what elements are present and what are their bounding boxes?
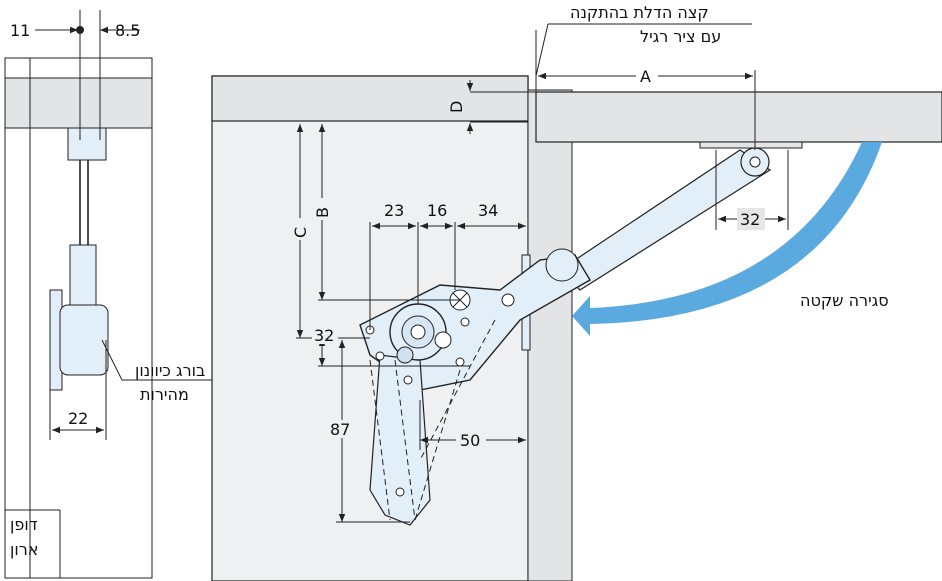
door-bracket (699, 141, 803, 149)
cabinet-side-label-1: דופן (10, 515, 38, 534)
dim-B-label: B (313, 207, 332, 218)
dim-8-5-label: 8.5 (115, 21, 140, 40)
soft-close-label: סגירה שקטה (800, 291, 889, 310)
adjust-screw-label-1: בורג כיוונון (135, 361, 205, 380)
front-view: סגירה שקטה (211, 3, 942, 581)
side-view-top-shelf (4, 77, 153, 129)
cabinet-top (211, 75, 529, 122)
side-view-cylinder (69, 244, 97, 316)
dim-D-label: D (447, 101, 466, 113)
door-top-open (535, 91, 942, 143)
door-edge-label-2: עם ציר רגיל (640, 27, 721, 46)
dim-22-label: 22 (68, 409, 88, 428)
side-view-top-bracket (67, 127, 107, 161)
adjust-screw-label-2: מהירות (140, 385, 189, 404)
curved-arrow-icon (572, 142, 882, 336)
cabinet-side-label-2: ארון (10, 540, 38, 559)
door-panel (527, 89, 573, 581)
dim-11-label: 11 (10, 21, 30, 40)
dim-A-label: A (640, 67, 651, 86)
dim-16-label: 16 (427, 201, 447, 220)
dim-32-right-box (737, 208, 765, 230)
side-view-body (59, 304, 109, 376)
dim-32-left-label: 32 (314, 326, 334, 345)
dim-32-right-label: 32 (740, 210, 760, 229)
dim-C-label: C (291, 227, 310, 238)
side-view: 11 8.5 22 בורג כיוונון מהירות דופן ארון (4, 10, 225, 579)
dim-50-label: 50 (460, 431, 480, 450)
door-edge-label-1: קצה הדלת בהתקנה (570, 3, 709, 22)
dim-23-label: 23 (384, 201, 404, 220)
dim-87-label: 87 (330, 420, 350, 439)
dim-34-label: 34 (478, 201, 498, 220)
